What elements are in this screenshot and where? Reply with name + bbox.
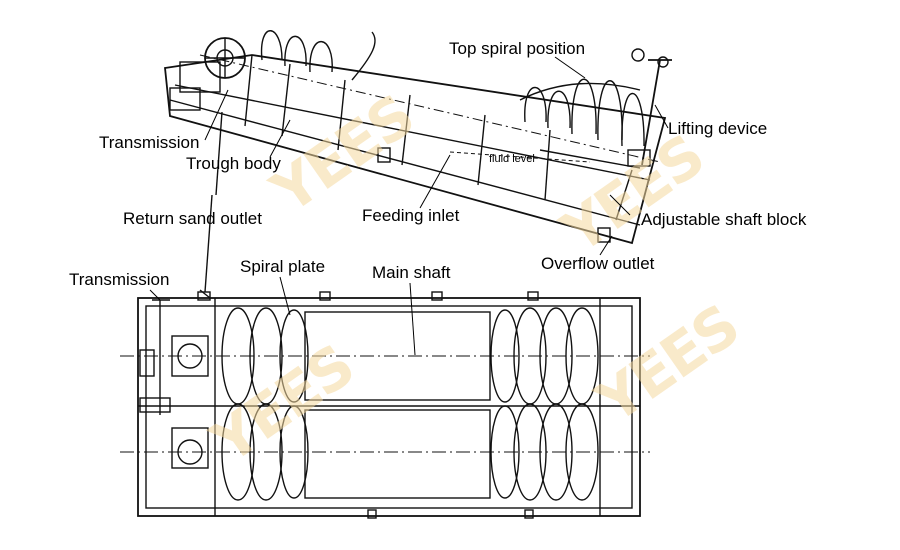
label-main-shaft: Main shaft: [372, 263, 451, 282]
label-transmission-top: Transmission: [99, 133, 200, 152]
label-trough-body: Trough body: [186, 154, 281, 173]
main-shaft-side: [199, 54, 661, 163]
spiral-blades-side: [260, 30, 645, 169]
label-transmission-bottom: Transmission: [69, 270, 170, 289]
label-top-spiral-position: Top spiral position: [449, 39, 586, 58]
label-return-sand-outlet: Return sand outlet: [123, 209, 262, 228]
label-spiral-plate: Spiral plate: [240, 257, 326, 276]
plan-view: [120, 289, 650, 519]
main-shaft-plan: [120, 311, 650, 499]
trough-body-outline: [164, 54, 667, 245]
transmission-gear-top: [169, 37, 246, 111]
transmission-plan: [139, 299, 209, 469]
label-adjustable-shaft-block: Adjustable shaft block: [641, 210, 807, 229]
spiral-plates-plan: [221, 307, 599, 501]
label-feeding-inlet: Feeding inlet: [362, 206, 460, 225]
plan-frame: [137, 297, 641, 517]
label-lifting-device: Lifting device: [668, 119, 768, 138]
label-overflow-outlet: Overflow outlet: [541, 254, 655, 273]
label-fluid-level: fluid level: [489, 153, 535, 165]
return-sand-outlet-chute: [204, 111, 223, 293]
